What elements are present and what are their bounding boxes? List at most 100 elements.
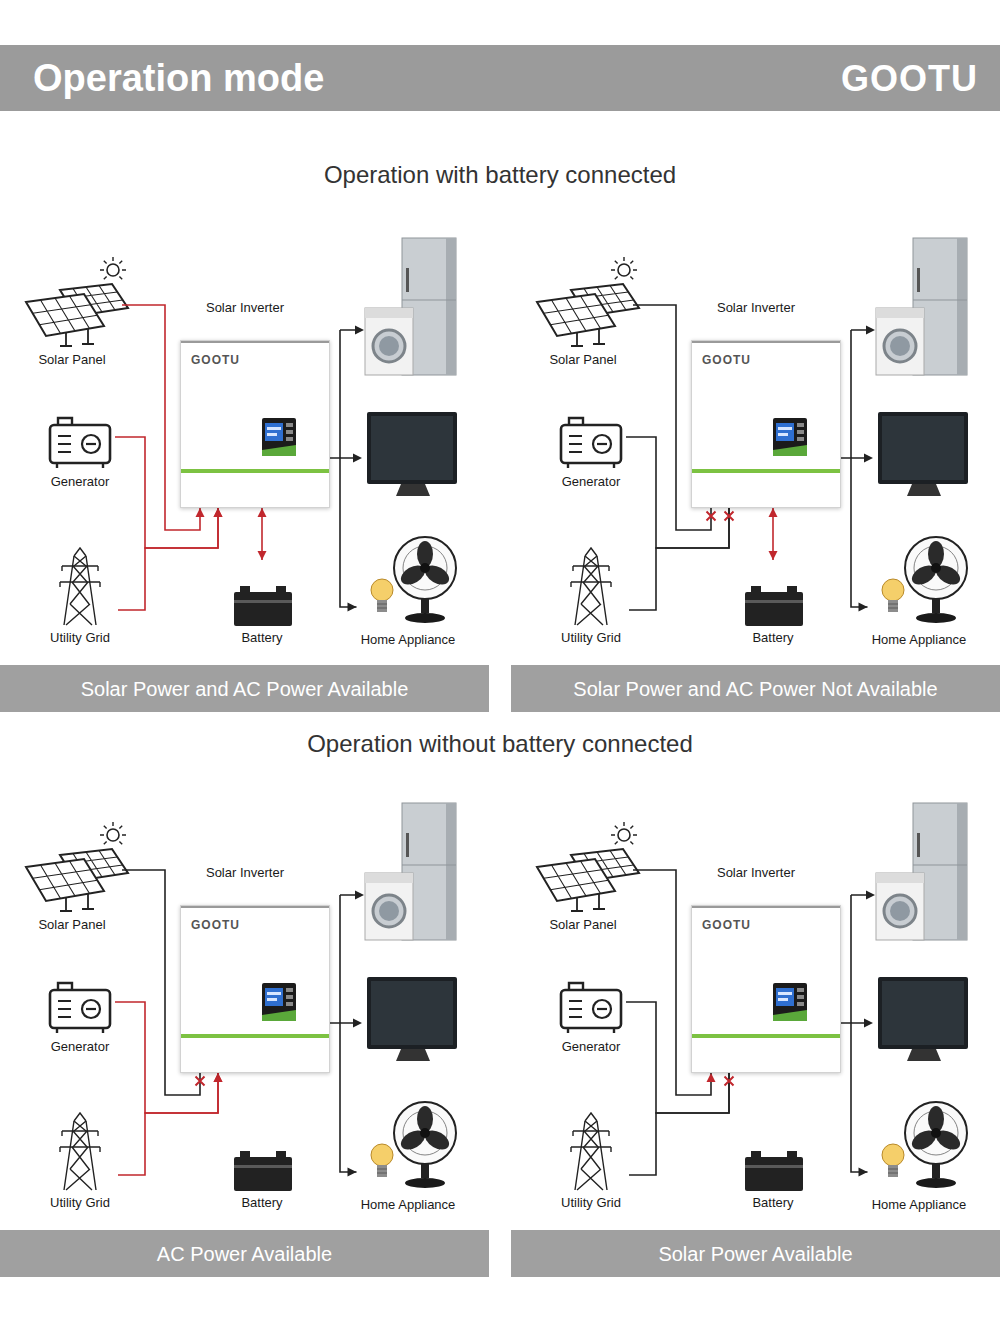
home-appliance: Home Appliance: [868, 530, 971, 650]
battery: Battery: [224, 1125, 300, 1213]
solar-inverter: Solar InverterGOOTU: [180, 340, 330, 508]
utility-grid: Utility Grid: [553, 545, 629, 648]
device-label: Battery: [752, 630, 793, 648]
connector: [115, 437, 218, 548]
arrowhead: [258, 508, 267, 517]
arrowhead: [348, 1168, 357, 1177]
solar-inverter: Solar InverterGOOTU: [691, 340, 841, 508]
connector: [633, 870, 711, 1095]
connector-group: [115, 1002, 223, 1113]
connector: [633, 305, 711, 530]
header-bar: [0, 45, 1000, 111]
device-label: Solar Panel: [549, 917, 616, 935]
arrowhead: [214, 1073, 223, 1082]
brand-logo: GOOTU: [191, 353, 240, 367]
connector: [330, 458, 357, 607]
generator: Generator: [556, 412, 626, 492]
connector: [115, 1002, 218, 1113]
generator: Generator: [556, 977, 626, 1057]
connector-group: [122, 870, 200, 1095]
arrowhead: [214, 1073, 223, 1082]
inverter-label: Solar Inverter: [171, 865, 319, 881]
connector-group: [626, 437, 729, 548]
arrowhead: [196, 508, 205, 517]
panel-art: [537, 238, 968, 626]
connector-group: [330, 1023, 357, 1177]
connector: [626, 1002, 729, 1113]
arrowhead: [258, 551, 267, 560]
inverter-label: Solar Inverter: [682, 300, 830, 316]
device-label: Solar Panel: [549, 352, 616, 370]
inverter-label: Solar Inverter: [171, 300, 319, 316]
mode-caption-band: Solar Power Available: [511, 1230, 1000, 1277]
arrowhead: [769, 551, 778, 560]
caption-text: Solar Power Available: [658, 1242, 852, 1266]
connector: [626, 437, 729, 548]
device-label: Home Appliance: [872, 632, 967, 650]
panel-art: [26, 238, 457, 626]
connector: [629, 508, 729, 610]
device-label: Utility Grid: [561, 630, 621, 648]
home-appliance: Home Appliance: [357, 1095, 460, 1215]
arrowhead: [214, 508, 223, 517]
brand-logo: GOOTU: [702, 353, 751, 367]
device-label: Battery: [241, 1195, 282, 1213]
connector: [841, 1023, 868, 1172]
generator: Generator: [45, 412, 115, 492]
connector: [118, 508, 218, 610]
arrowhead: [769, 508, 778, 517]
caption-text: Solar Power and AC Power Available: [81, 677, 409, 701]
panel-art: [26, 803, 457, 1191]
generator: Generator: [45, 977, 115, 1057]
utility-grid: Utility Grid: [42, 1110, 118, 1213]
connector-group: [122, 305, 205, 530]
connector-group: [330, 458, 357, 612]
battery: Battery: [735, 1125, 811, 1213]
connector-group: [118, 508, 223, 610]
brand-logo: GOOTU: [702, 918, 751, 932]
connector-group: [258, 508, 267, 560]
device-label: Generator: [51, 1039, 110, 1057]
blocked-x-mark: [196, 512, 734, 1086]
connector: [629, 1073, 729, 1175]
solar-panel: Solar Panel: [22, 827, 122, 935]
battery: Battery: [735, 560, 811, 648]
caption-text: AC Power Available: [157, 1242, 332, 1266]
mode-caption-band: AC Power Available: [0, 1230, 489, 1277]
device-label: Utility Grid: [561, 1195, 621, 1213]
connector-group: [629, 508, 729, 610]
mode-caption-band: Solar Power and AC Power Available: [0, 665, 489, 712]
connector-group: [769, 508, 778, 560]
connector: [118, 1073, 218, 1175]
page-title: Operation mode: [33, 55, 324, 101]
connector: [122, 870, 200, 1095]
device-label: Solar Panel: [38, 352, 105, 370]
arrowhead: [348, 603, 357, 612]
device-label: Home Appliance: [361, 632, 456, 650]
device-label: Home Appliance: [872, 1197, 967, 1215]
connector-group: [633, 870, 716, 1095]
device-label: Home Appliance: [361, 1197, 456, 1215]
home-appliance: Home Appliance: [868, 1095, 971, 1215]
device-label: Battery: [752, 1195, 793, 1213]
section-heading: Operation with battery connected: [0, 160, 1000, 190]
device-label: Generator: [51, 474, 110, 492]
brand-logo: GOOTU: [191, 918, 240, 932]
utility-grid: Utility Grid: [553, 1110, 629, 1213]
connector-group: [629, 1073, 729, 1175]
device-label: Utility Grid: [50, 1195, 110, 1213]
connector: [122, 305, 200, 530]
device-label: Utility Grid: [50, 630, 110, 648]
utility-grid: Utility Grid: [42, 545, 118, 648]
arrowhead: [859, 1168, 868, 1177]
home-appliance: Home Appliance: [357, 530, 460, 650]
connector-group: [633, 305, 711, 530]
mode-caption-band: Solar Power and AC Power Not Available: [511, 665, 1000, 712]
solar-panel: Solar Panel: [22, 262, 122, 370]
solar-inverter: Solar InverterGOOTU: [180, 905, 330, 1073]
connector-group: [841, 458, 868, 612]
device-label: Battery: [241, 630, 282, 648]
connector-group: [626, 1002, 729, 1113]
